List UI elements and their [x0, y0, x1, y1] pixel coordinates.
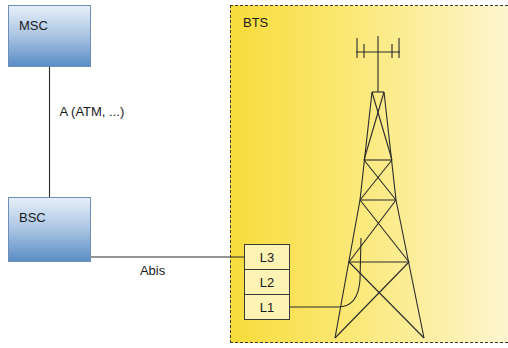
layer-box: L2 — [244, 269, 290, 295]
msc-box: MSC — [8, 5, 91, 67]
node-label: L3 — [245, 250, 289, 265]
link-line — [49, 67, 50, 197]
bsc-box: BSC — [8, 197, 91, 262]
node-label: L2 — [245, 275, 289, 290]
layer-box: L3 — [244, 244, 290, 270]
node-label: BSC — [19, 210, 90, 225]
node-label: L1 — [245, 300, 289, 315]
node-label: MSC — [19, 18, 90, 33]
bts-region: BTS L3L2L1 — [230, 5, 508, 343]
link-line — [91, 257, 244, 258]
node-label: BTS — [243, 15, 508, 30]
interface-label: A (ATM, ...) — [60, 104, 125, 119]
layer-box: L1 — [244, 294, 290, 320]
interface-label: Abis — [140, 263, 165, 278]
